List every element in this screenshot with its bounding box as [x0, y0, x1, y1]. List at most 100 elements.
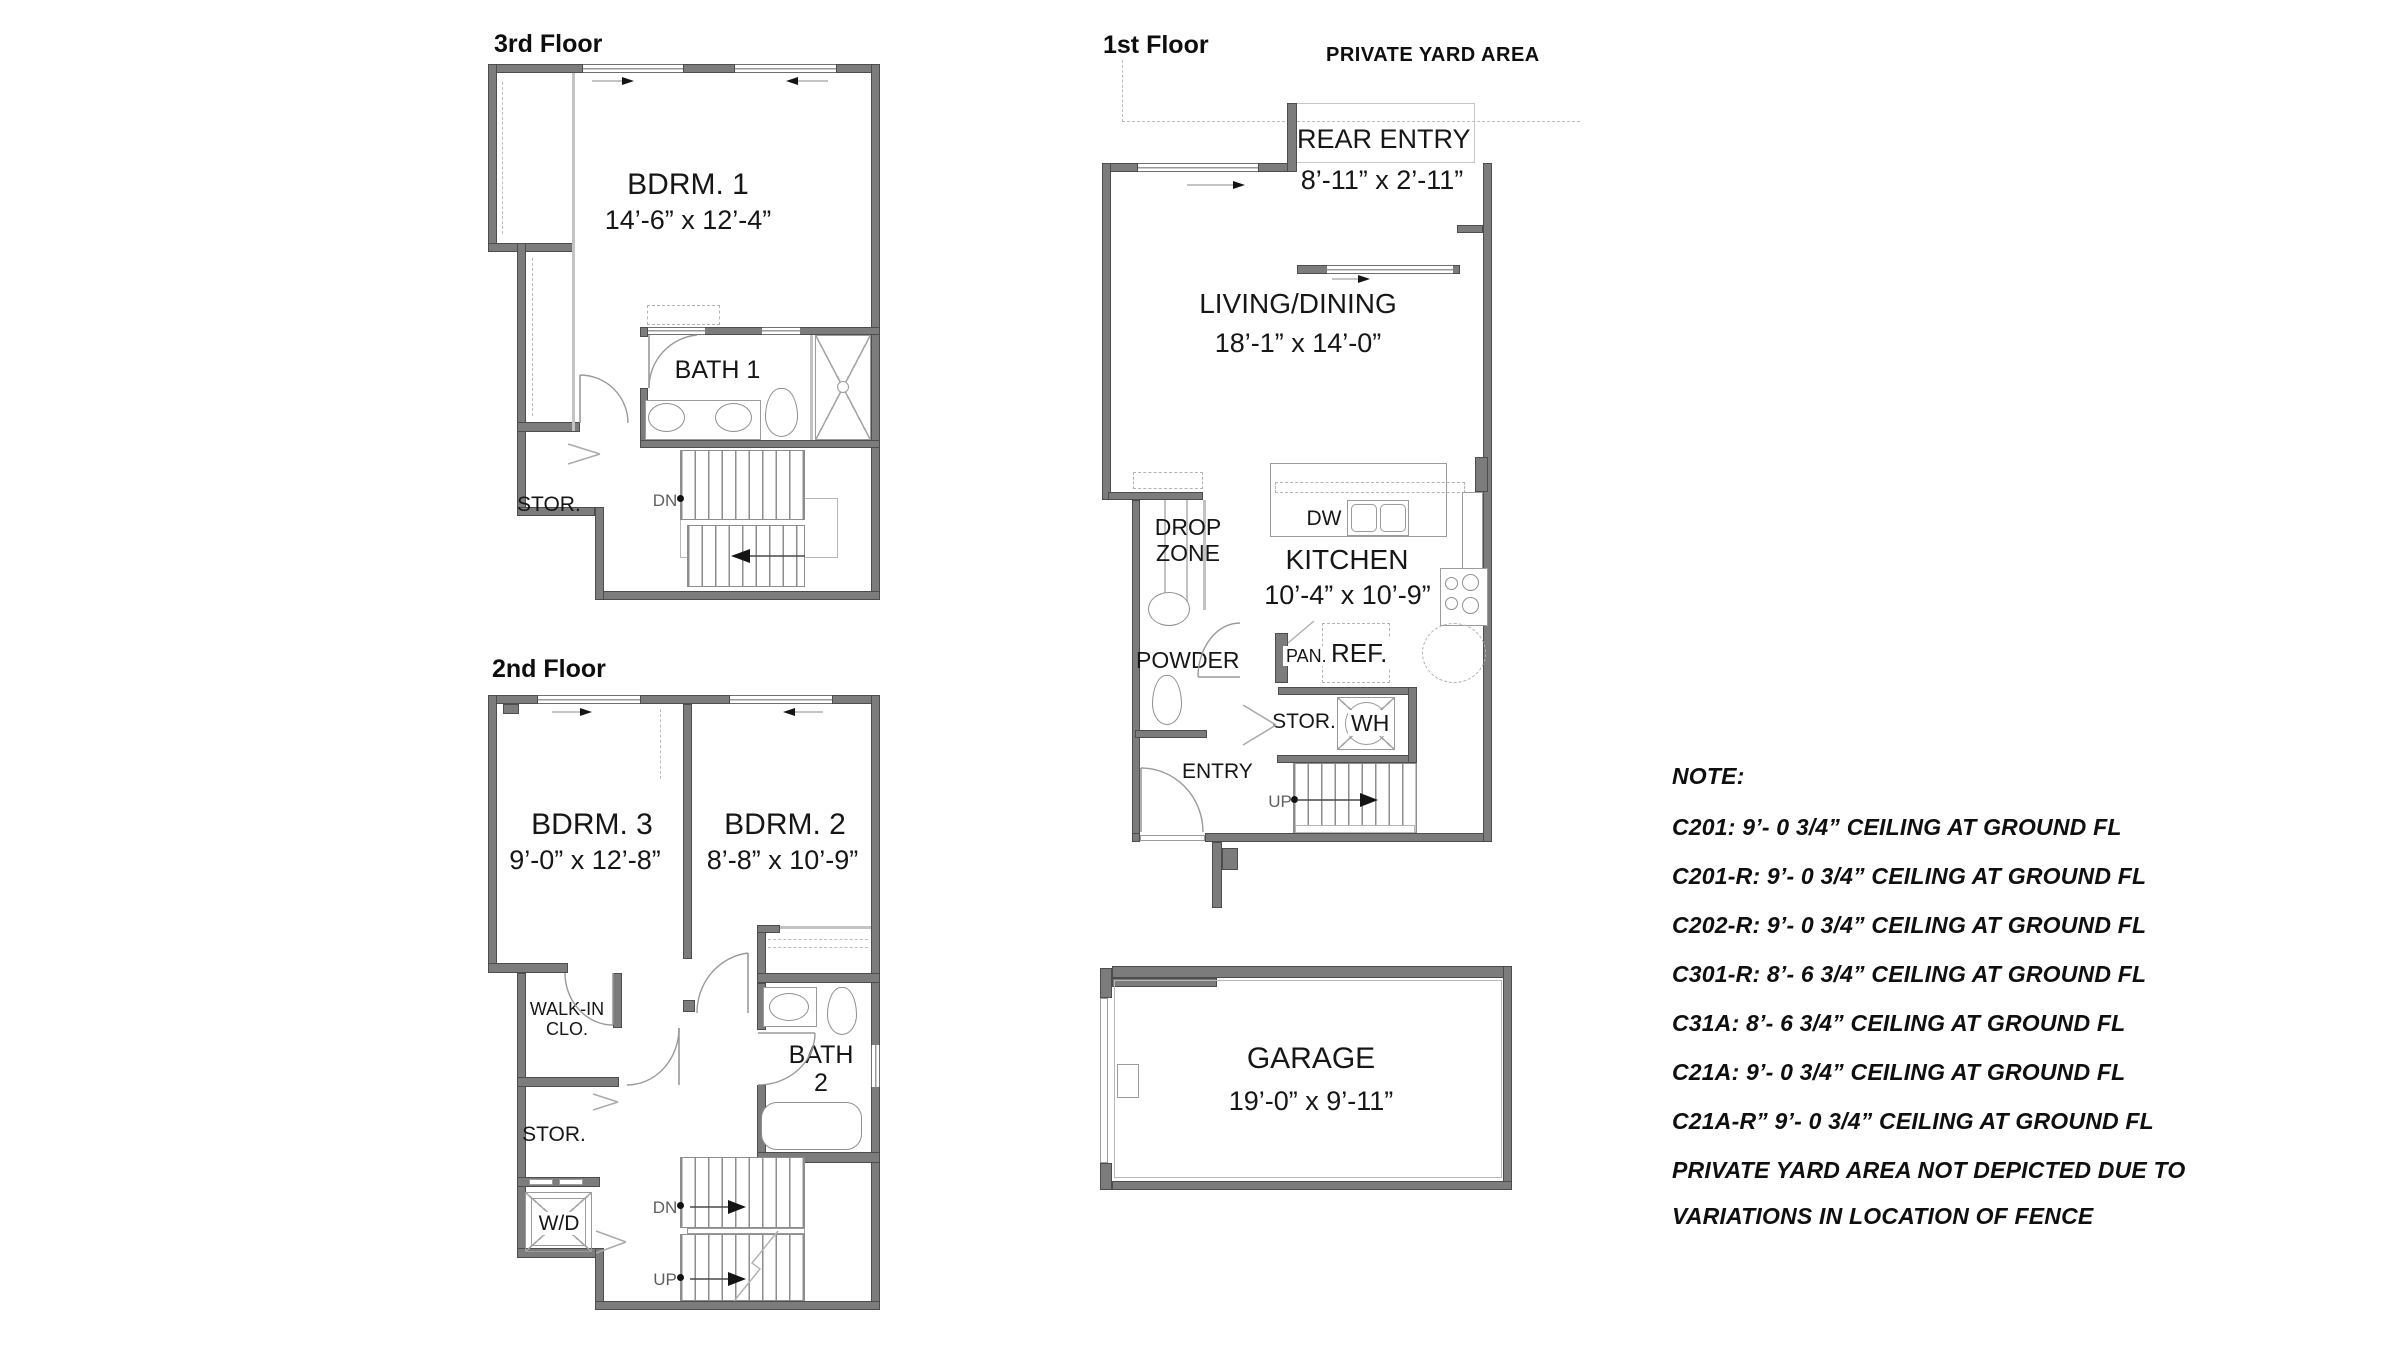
wall	[1132, 500, 1140, 842]
door-arc	[648, 334, 698, 389]
sink	[648, 403, 685, 432]
washer-dryer-inner	[531, 1198, 586, 1246]
wall	[1135, 730, 1207, 738]
shower-wall	[810, 335, 813, 440]
bifold-door-chevron	[595, 1230, 627, 1254]
toilet	[765, 388, 798, 437]
wall	[488, 64, 583, 73]
wall	[1132, 833, 1140, 842]
wall	[1112, 1181, 1512, 1190]
louver-panel	[529, 1179, 553, 1185]
closet-wall	[572, 73, 575, 431]
burner	[1462, 597, 1479, 614]
stair-dn-dot	[677, 1202, 684, 1209]
sink-basin	[1380, 504, 1406, 532]
room-label-kitchen: KITCHEN	[1285, 544, 1409, 575]
closet-divider	[1164, 500, 1166, 610]
room-label-bdrm2: BDRM. 2	[724, 808, 846, 841]
shower-drain	[837, 381, 849, 393]
wall	[595, 507, 604, 600]
wall	[871, 695, 880, 1310]
closet-rod-dashed	[768, 939, 868, 940]
closet-rod-dashed	[532, 258, 533, 416]
sink-basin	[1351, 504, 1377, 532]
wall	[683, 1000, 695, 1012]
stairs	[680, 1157, 805, 1228]
wall	[1112, 966, 1512, 978]
note-line: C201-R: 9’- 0 3/4” CEILING AT GROUND FL	[1672, 863, 2147, 889]
second-floor-linework	[552, 708, 823, 1302]
wall	[832, 695, 880, 704]
mirror-window	[647, 327, 705, 335]
closet-rod-dashed	[502, 82, 503, 234]
wall	[1503, 966, 1512, 1190]
third-floor-plan: BDRM. 1 14’-6” x 12’-4” BATH 1 STOR. DN	[488, 64, 880, 600]
room-label-entry: ENTRY	[1182, 760, 1253, 783]
room-label-bath1: BATH 1	[674, 356, 761, 384]
stair-up-label: UP	[1268, 792, 1292, 811]
stair-arrow-head	[728, 1272, 746, 1286]
window	[871, 1045, 880, 1087]
window-slide-arrow-head	[1358, 275, 1370, 283]
stair-tread	[1295, 825, 1415, 833]
room-dims-kitchen: 10’-4” x 10’-9”	[1264, 580, 1431, 610]
window-slide-arrow-head	[1233, 181, 1245, 189]
window-slide-arrow-head	[783, 708, 795, 716]
label-ref: REF.	[1328, 638, 1391, 668]
toilet	[827, 987, 857, 1035]
burner	[1445, 597, 1458, 610]
stairs	[1293, 763, 1417, 833]
window-slide-arrow-head	[622, 77, 634, 85]
wall	[517, 973, 526, 1258]
sink	[1148, 592, 1190, 626]
burner	[1462, 574, 1479, 591]
stair-landing	[687, 1228, 805, 1234]
window	[1138, 163, 1258, 172]
garage-plan: GARAGE 19’-0” x 9’-11”	[1100, 966, 1512, 1190]
bifold-door-chevron	[592, 1093, 619, 1111]
stair-dn-dot	[677, 495, 684, 502]
wall	[488, 64, 497, 252]
room-label-stor: STOR.	[517, 493, 581, 516]
wall	[640, 440, 880, 448]
porch-wall	[1212, 842, 1222, 908]
wall	[517, 422, 580, 432]
bathtub	[761, 1102, 862, 1150]
wall	[517, 1248, 598, 1258]
wall	[595, 1248, 604, 1310]
door-arc	[757, 1032, 816, 1086]
label-wh: WH	[1348, 710, 1393, 737]
second-floor-plan: BDRM. 3 9’-0” x 12’-8” BDRM. 2 8’-8” x 1…	[488, 695, 880, 1310]
room-label-stor: STOR.	[522, 1123, 586, 1146]
third-floor-linework	[567, 77, 828, 563]
note-heading: NOTE:	[1672, 763, 1745, 789]
wall	[1278, 687, 1413, 695]
first-floor-linework	[1140, 181, 1378, 833]
room-label-living: LIVING/DINING	[1199, 288, 1397, 319]
wall	[683, 704, 692, 959]
sink	[715, 403, 752, 432]
wall	[1408, 687, 1417, 763]
note-line: C21A: 9’- 0 3/4” CEILING AT GROUND FL	[1672, 1059, 2126, 1085]
louver-panel	[559, 1179, 583, 1185]
wall	[757, 1152, 880, 1163]
wall	[757, 925, 780, 933]
note-footer-line: VARIATIONS IN LOCATION OF FENCE	[1672, 1203, 2094, 1229]
yard-fence-dashed	[1122, 60, 1123, 122]
wall	[613, 973, 622, 1028]
wall	[640, 388, 648, 448]
door-arc	[1140, 767, 1204, 833]
second-floor-title: 2nd Floor	[492, 655, 606, 683]
third-floor-title: 3rd Floor	[494, 30, 603, 58]
room-label-bdrm1: BDRM. 1	[627, 168, 749, 201]
closet-dashed	[660, 709, 661, 779]
wall	[1483, 163, 1492, 842]
burner	[1445, 577, 1458, 590]
wall	[1100, 968, 1112, 998]
room-label-wd: W/D	[533, 1212, 585, 1236]
door-arc	[1197, 622, 1241, 678]
stair-up-label: UP	[653, 1270, 677, 1289]
